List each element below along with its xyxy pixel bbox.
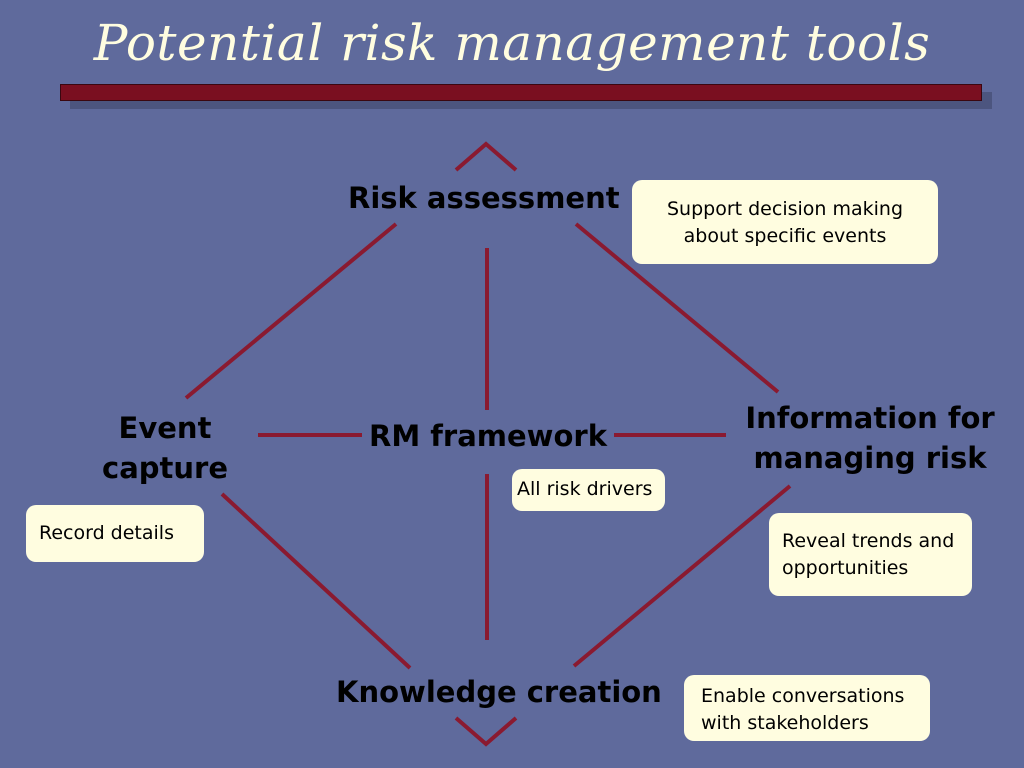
edge-top-right (574, 222, 780, 394)
node-event-capture: Event capture (90, 408, 240, 488)
node-event-capture-line2: capture (102, 451, 228, 485)
node-knowledge-creation: Knowledge creation (336, 672, 662, 712)
node-rm-framework-label: RM framework (369, 419, 607, 453)
top-apex-arrow (454, 141, 518, 172)
node-rm-framework: RM framework (362, 416, 614, 456)
node-risk-assessment: Risk assessment (348, 178, 620, 218)
note-enable-line1: Enable conversations (701, 685, 905, 707)
note-reveal-line2: opportunities (782, 557, 909, 579)
note-reveal-line1: Reveal trends and (782, 530, 955, 552)
edge-bottom-right (572, 484, 792, 668)
note-drivers-text: All risk drivers (517, 478, 653, 500)
note-record-text: Record details (39, 522, 174, 544)
bottom-apex-arrow (454, 716, 518, 747)
note-support-line1: Support decision making (666, 198, 904, 220)
edge-top-left (184, 222, 398, 400)
note-record-details: Record details (26, 505, 204, 562)
note-enable-conversations: Enable conversations with stakeholders (684, 675, 930, 741)
node-information-for-managing-risk: Information for managing risk (738, 398, 1002, 478)
node-event-capture-line1: Event (118, 411, 212, 445)
node-info-line1: Information for (745, 401, 995, 435)
note-all-risk-drivers: All risk drivers (512, 469, 665, 511)
note-enable-line2: with stakeholders (701, 712, 869, 734)
node-info-line2: managing risk (753, 441, 987, 475)
note-support-line2: about specific events (683, 225, 887, 247)
node-knowledge-creation-label: Knowledge creation (336, 675, 662, 709)
note-support-decision: Support decision making about specific e… (632, 180, 938, 264)
node-risk-assessment-label: Risk assessment (348, 181, 620, 215)
edge-bottom-left (220, 492, 412, 670)
slide-title: Potential risk management tools (93, 14, 931, 72)
title-bar (60, 84, 982, 101)
note-reveal-trends: Reveal trends and opportunities (769, 513, 972, 596)
